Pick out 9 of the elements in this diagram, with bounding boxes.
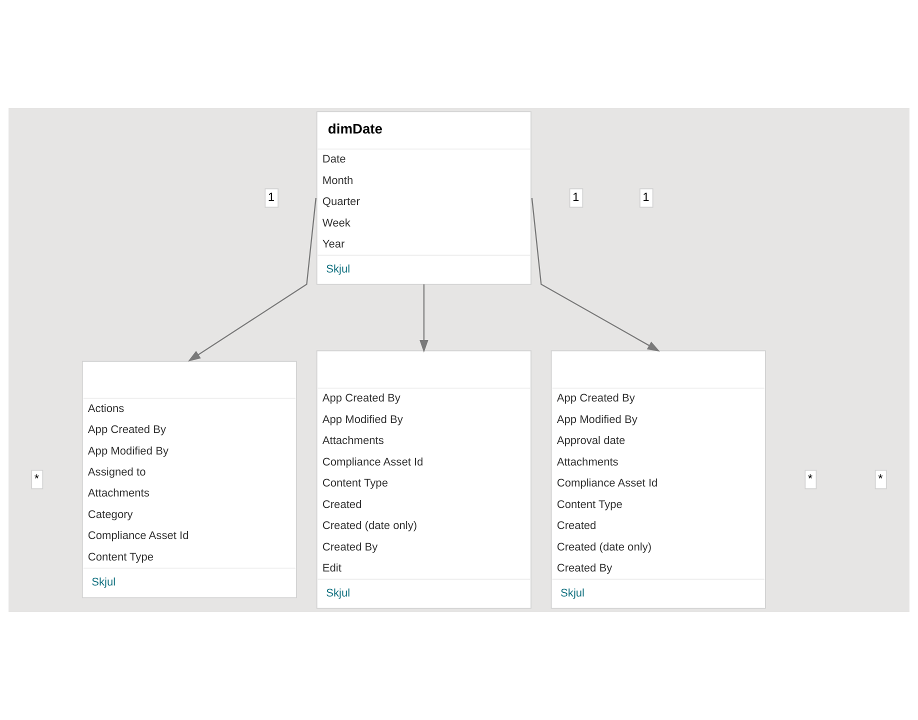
arrow: [188, 198, 317, 362]
label: *: [808, 472, 813, 486]
arrow: [531, 198, 660, 352]
arrow: [420, 284, 428, 353]
label: 1: [572, 190, 580, 204]
label: 1: [268, 190, 275, 204]
label: *: [878, 472, 883, 486]
label: *: [34, 472, 40, 486]
label: 1: [642, 190, 650, 204]
